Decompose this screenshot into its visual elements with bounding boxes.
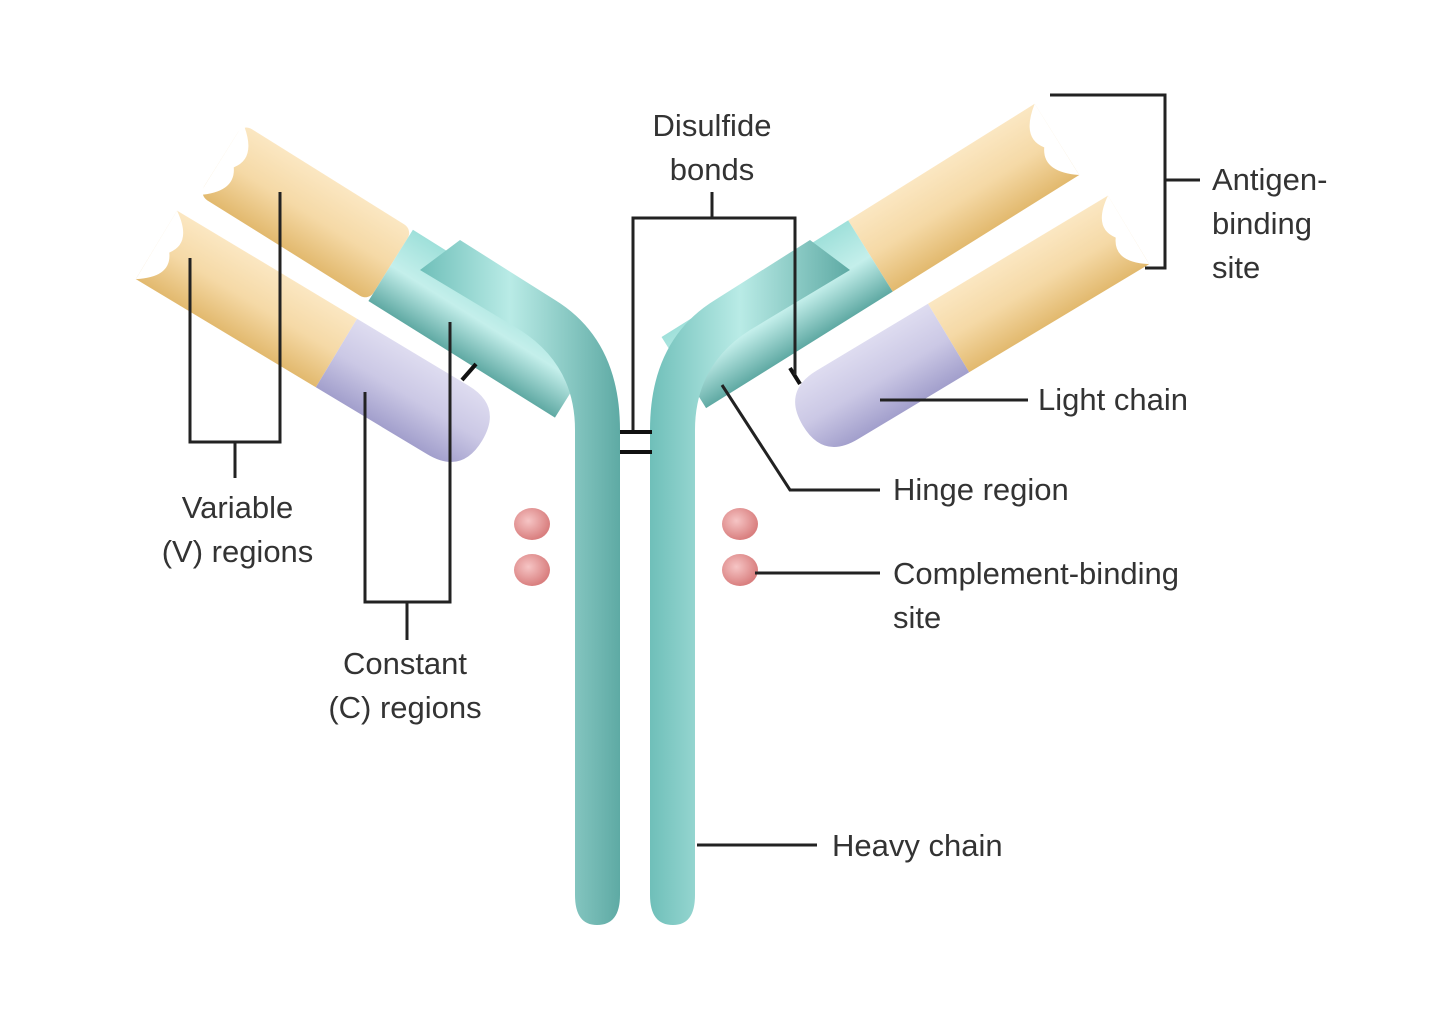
right-heavy-chain (650, 103, 1080, 925)
left-heavy-chain (198, 123, 620, 925)
antigen-binding-site-label: Antigen- binding site (1212, 162, 1328, 285)
disulfide-bond-marks (460, 362, 802, 454)
heavy-chain-label: Heavy chain (832, 828, 1003, 863)
complement-binding-sites (514, 508, 758, 586)
left-light-chain (135, 210, 490, 462)
variable-regions-label: Variable (V) regions (161, 490, 314, 569)
hinge-region-label: Hinge region (893, 472, 1069, 507)
complement-binding-site-label: Complement-binding site (893, 556, 1180, 635)
right-light-chain (795, 195, 1150, 447)
disulfide-bonds-label: Disulfide bonds (652, 108, 772, 187)
light-chain-label: Light chain (1038, 382, 1188, 417)
leader-lines (188, 93, 1200, 847)
constant-regions-label: Constant (C) regions (328, 646, 482, 725)
